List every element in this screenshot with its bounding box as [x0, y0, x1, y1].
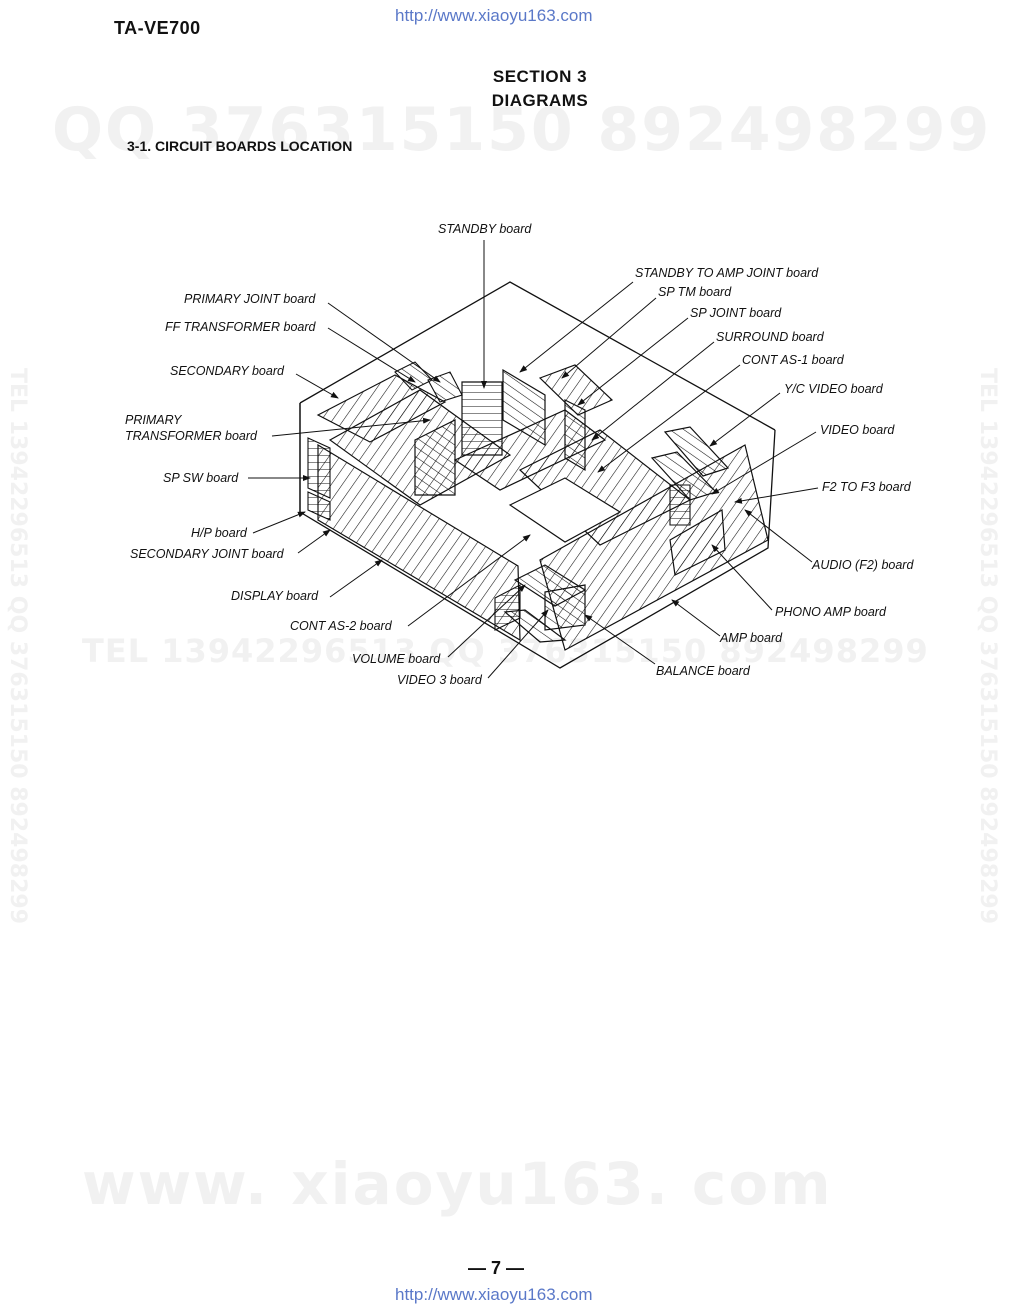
watermark-side-right: TEL 13942296513 QQ 376315150 892498299	[975, 368, 1000, 925]
watermark-tel: TEL 13942296513 QQ 376315150 892498299	[82, 632, 929, 670]
secondary-board-shape	[316, 374, 447, 443]
leader-sp-tm	[561, 297, 657, 379]
model-number: TA-VE700	[114, 18, 201, 38]
label-cont-as1: CONT AS-1 board	[742, 353, 844, 367]
watermark-qq: QQ 376315150 892498299	[52, 95, 992, 165]
label-amp: AMP board	[720, 631, 783, 645]
f2-f3-shape	[669, 484, 691, 526]
label-primary-line1: PRIMARY	[125, 413, 182, 427]
display-board-shape	[317, 443, 521, 642]
label-video: VIDEO board	[820, 423, 895, 437]
label-standby: STANDBY board	[438, 222, 532, 236]
leader-amp	[671, 599, 721, 637]
leader-secondary	[295, 373, 339, 399]
label-standby-amp-joint: STANDBY TO AMP JOINT board	[635, 266, 819, 280]
balance-shape	[544, 584, 586, 631]
leader-cont-as1	[597, 364, 741, 473]
label-balance: BALANCE board	[656, 664, 750, 678]
label-primary-line2: TRANSFORMER board	[125, 429, 257, 443]
watermark-side-left: TEL 13942296513 QQ 376315150 892498299	[5, 368, 30, 925]
leader-display	[329, 559, 383, 598]
label-audio-f2: AUDIO (F2) board	[812, 558, 914, 572]
leader-hp	[252, 511, 306, 534]
center-open-area	[508, 477, 622, 543]
leader-primary-joint	[327, 302, 441, 383]
label-primary-joint: PRIMARY JOINT board	[184, 292, 316, 306]
watermark-www: www. xiaoyu163. com	[82, 1150, 833, 1218]
leader-yc-video	[709, 392, 781, 447]
leader-ff-transformer	[327, 327, 416, 383]
label-sp-sw: SP SW board	[163, 471, 239, 485]
label-secondary-joint: SECONDARY JOINT board	[130, 547, 284, 561]
page-number: — 7 —	[468, 1258, 525, 1278]
leader-volume	[447, 584, 526, 658]
leader-video3	[487, 609, 549, 679]
sp-sw-shape	[307, 437, 331, 499]
leader-standby-amp-joint	[519, 281, 634, 373]
label-hp: H/P board	[191, 526, 247, 540]
yc-video-shape	[663, 426, 730, 477]
leader-primary-transformer	[271, 417, 431, 437]
label-yc-video: Y/C VIDEO board	[784, 382, 883, 396]
label-display: DISPLAY board	[231, 589, 319, 603]
hp-shape	[307, 491, 331, 521]
leader-secondary-joint	[297, 529, 331, 554]
audio-f2-shape	[669, 509, 726, 576]
source-url-bottom[interactable]: http://www.xiaoyu163.com	[395, 1285, 593, 1304]
label-cont-as2: CONT AS-2 board	[290, 619, 392, 633]
leader-cont-as2	[407, 534, 531, 627]
label-volume: VOLUME board	[352, 652, 441, 666]
primary-transformer-shape	[414, 419, 456, 496]
leader-surround	[591, 341, 715, 441]
label-sp-tm: SP TM board	[658, 285, 732, 299]
source-url-top[interactable]: http://www.xiaoyu163.com	[395, 6, 593, 25]
section-title: SECTION 3	[492, 67, 588, 86]
label-video3: VIDEO 3 board	[397, 673, 482, 687]
surround-shape	[453, 409, 607, 491]
label-secondary: SECONDARY board	[170, 364, 284, 378]
section-heading: 3-1. CIRCUIT BOARDS LOCATION	[127, 138, 353, 154]
label-surround: SURROUND board	[716, 330, 824, 344]
leader-sp-joint	[577, 317, 689, 406]
chassis-outline	[299, 281, 776, 669]
section-subtitle: DIAGRAMS	[491, 91, 589, 110]
leader-balance	[584, 614, 656, 665]
leader-audio	[744, 509, 813, 563]
label-phono-amp: PHONO AMP board	[775, 605, 886, 619]
leader-phono-amp	[711, 544, 773, 611]
label-ff-transformer: FF TRANSFORMER board	[165, 320, 316, 334]
leader-video	[711, 431, 817, 495]
leader-f2-f3	[734, 487, 819, 504]
label-f2-f3: F2 TO F3 board	[822, 480, 911, 494]
label-sp-joint: SP JOINT board	[690, 306, 782, 320]
